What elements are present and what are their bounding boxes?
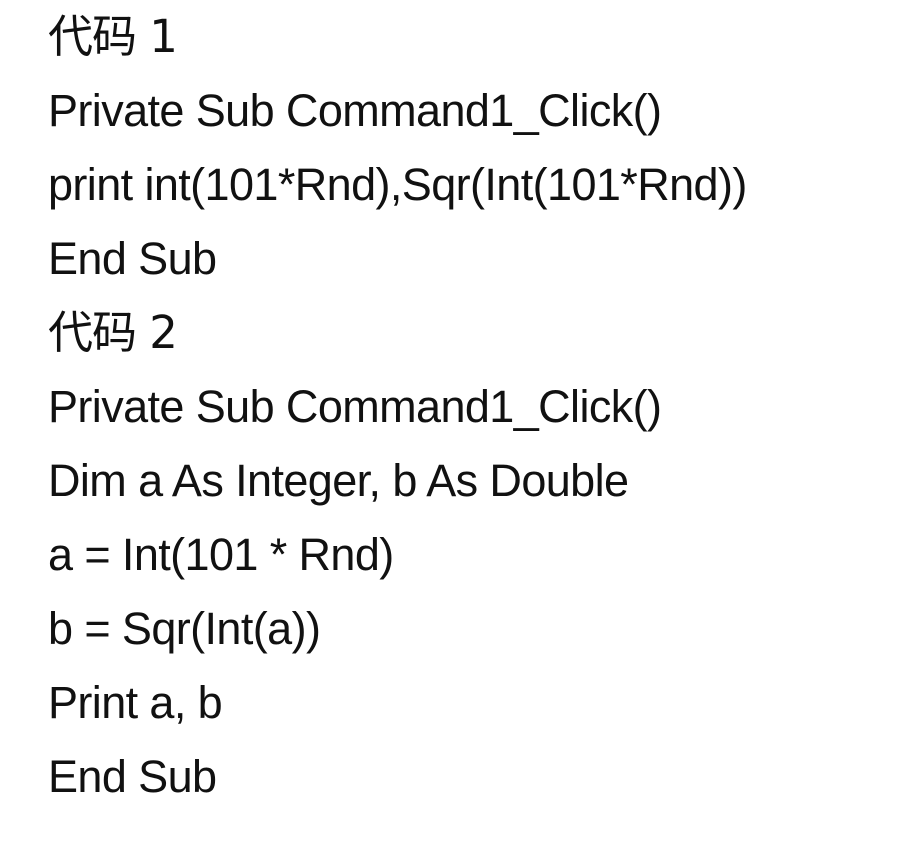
code-line: End Sub (48, 751, 217, 802)
section-heading-code-2: 代码 2 (48, 306, 178, 359)
code-line: a = Int(101 * Rnd) (48, 529, 394, 580)
code-line: print int(101*Rnd),Sqr(Int(101*Rnd)) (48, 159, 747, 210)
code-line: Dim a As Integer, b As Double (48, 455, 629, 506)
code-line: Print a, b (48, 677, 223, 728)
code-line: End Sub (48, 233, 217, 284)
code-line: b = Sqr(Int(a)) (48, 603, 321, 654)
code-line: Private Sub Command1_Click() (48, 85, 662, 136)
code-line: Private Sub Command1_Click() (48, 381, 662, 432)
section-heading-code-1: 代码 1 (48, 10, 178, 63)
